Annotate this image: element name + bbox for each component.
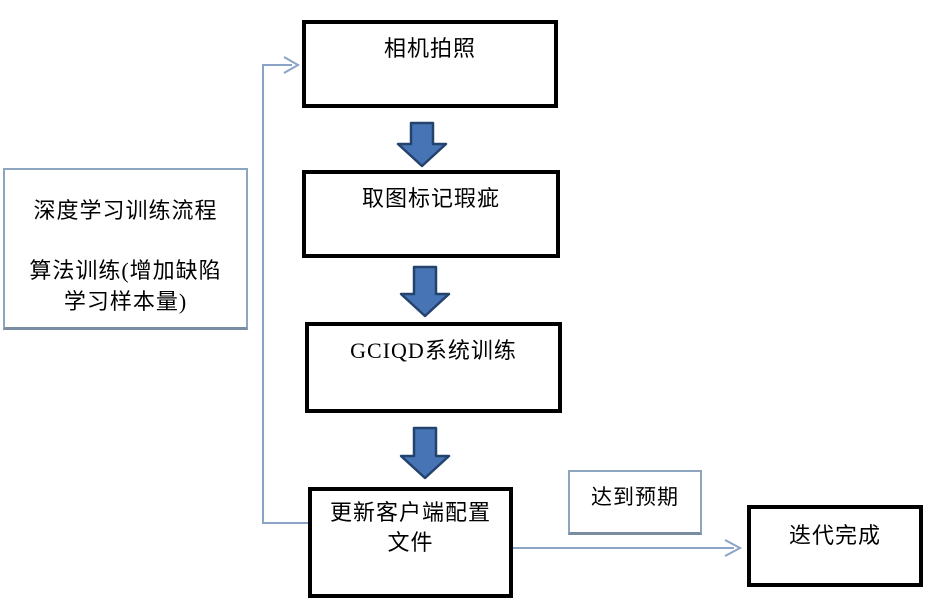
step-gciqd-training: GCIQD系统训练 — [305, 322, 562, 413]
step-mark-defects-label: 取图标记瑕疵 — [361, 186, 500, 211]
step-update-client-config: 更新客户端配置文件 — [308, 487, 513, 598]
success-arrowhead-icon — [724, 539, 743, 557]
down-block-arrow-3 — [399, 426, 451, 480]
down-block-arrow-1 — [396, 121, 448, 168]
side-note-line3: 学习样本量) — [63, 288, 188, 314]
step-gciqd-training-label: GCIQD系统训练 — [350, 338, 517, 363]
end-node-iteration-complete-label: 迭代完成 — [788, 523, 881, 548]
down-block-arrow-2 — [399, 265, 451, 318]
feedback-connector — [262, 64, 308, 524]
step-camera-photo: 相机拍照 — [302, 20, 558, 108]
branch-label-expectation-met-text: 达到预期 — [591, 485, 679, 509]
side-note-training-process: 深度学习训练流程 算法训练(增加缺陷 学习样本量) — [3, 168, 248, 330]
step-mark-defects: 取图标记瑕疵 — [302, 170, 560, 258]
step-update-client-config-label: 更新客户端配置文件 — [329, 500, 491, 555]
branch-label-expectation-met: 达到预期 — [568, 470, 702, 535]
side-note-line1: 深度学习训练流程 — [33, 197, 218, 223]
step-camera-photo-label: 相机拍照 — [383, 36, 476, 61]
end-node-iteration-complete: 迭代完成 — [747, 505, 923, 587]
side-note-line2: 算法训练(增加缺陷 — [29, 258, 222, 284]
feedback-arrowhead-icon — [283, 56, 301, 74]
